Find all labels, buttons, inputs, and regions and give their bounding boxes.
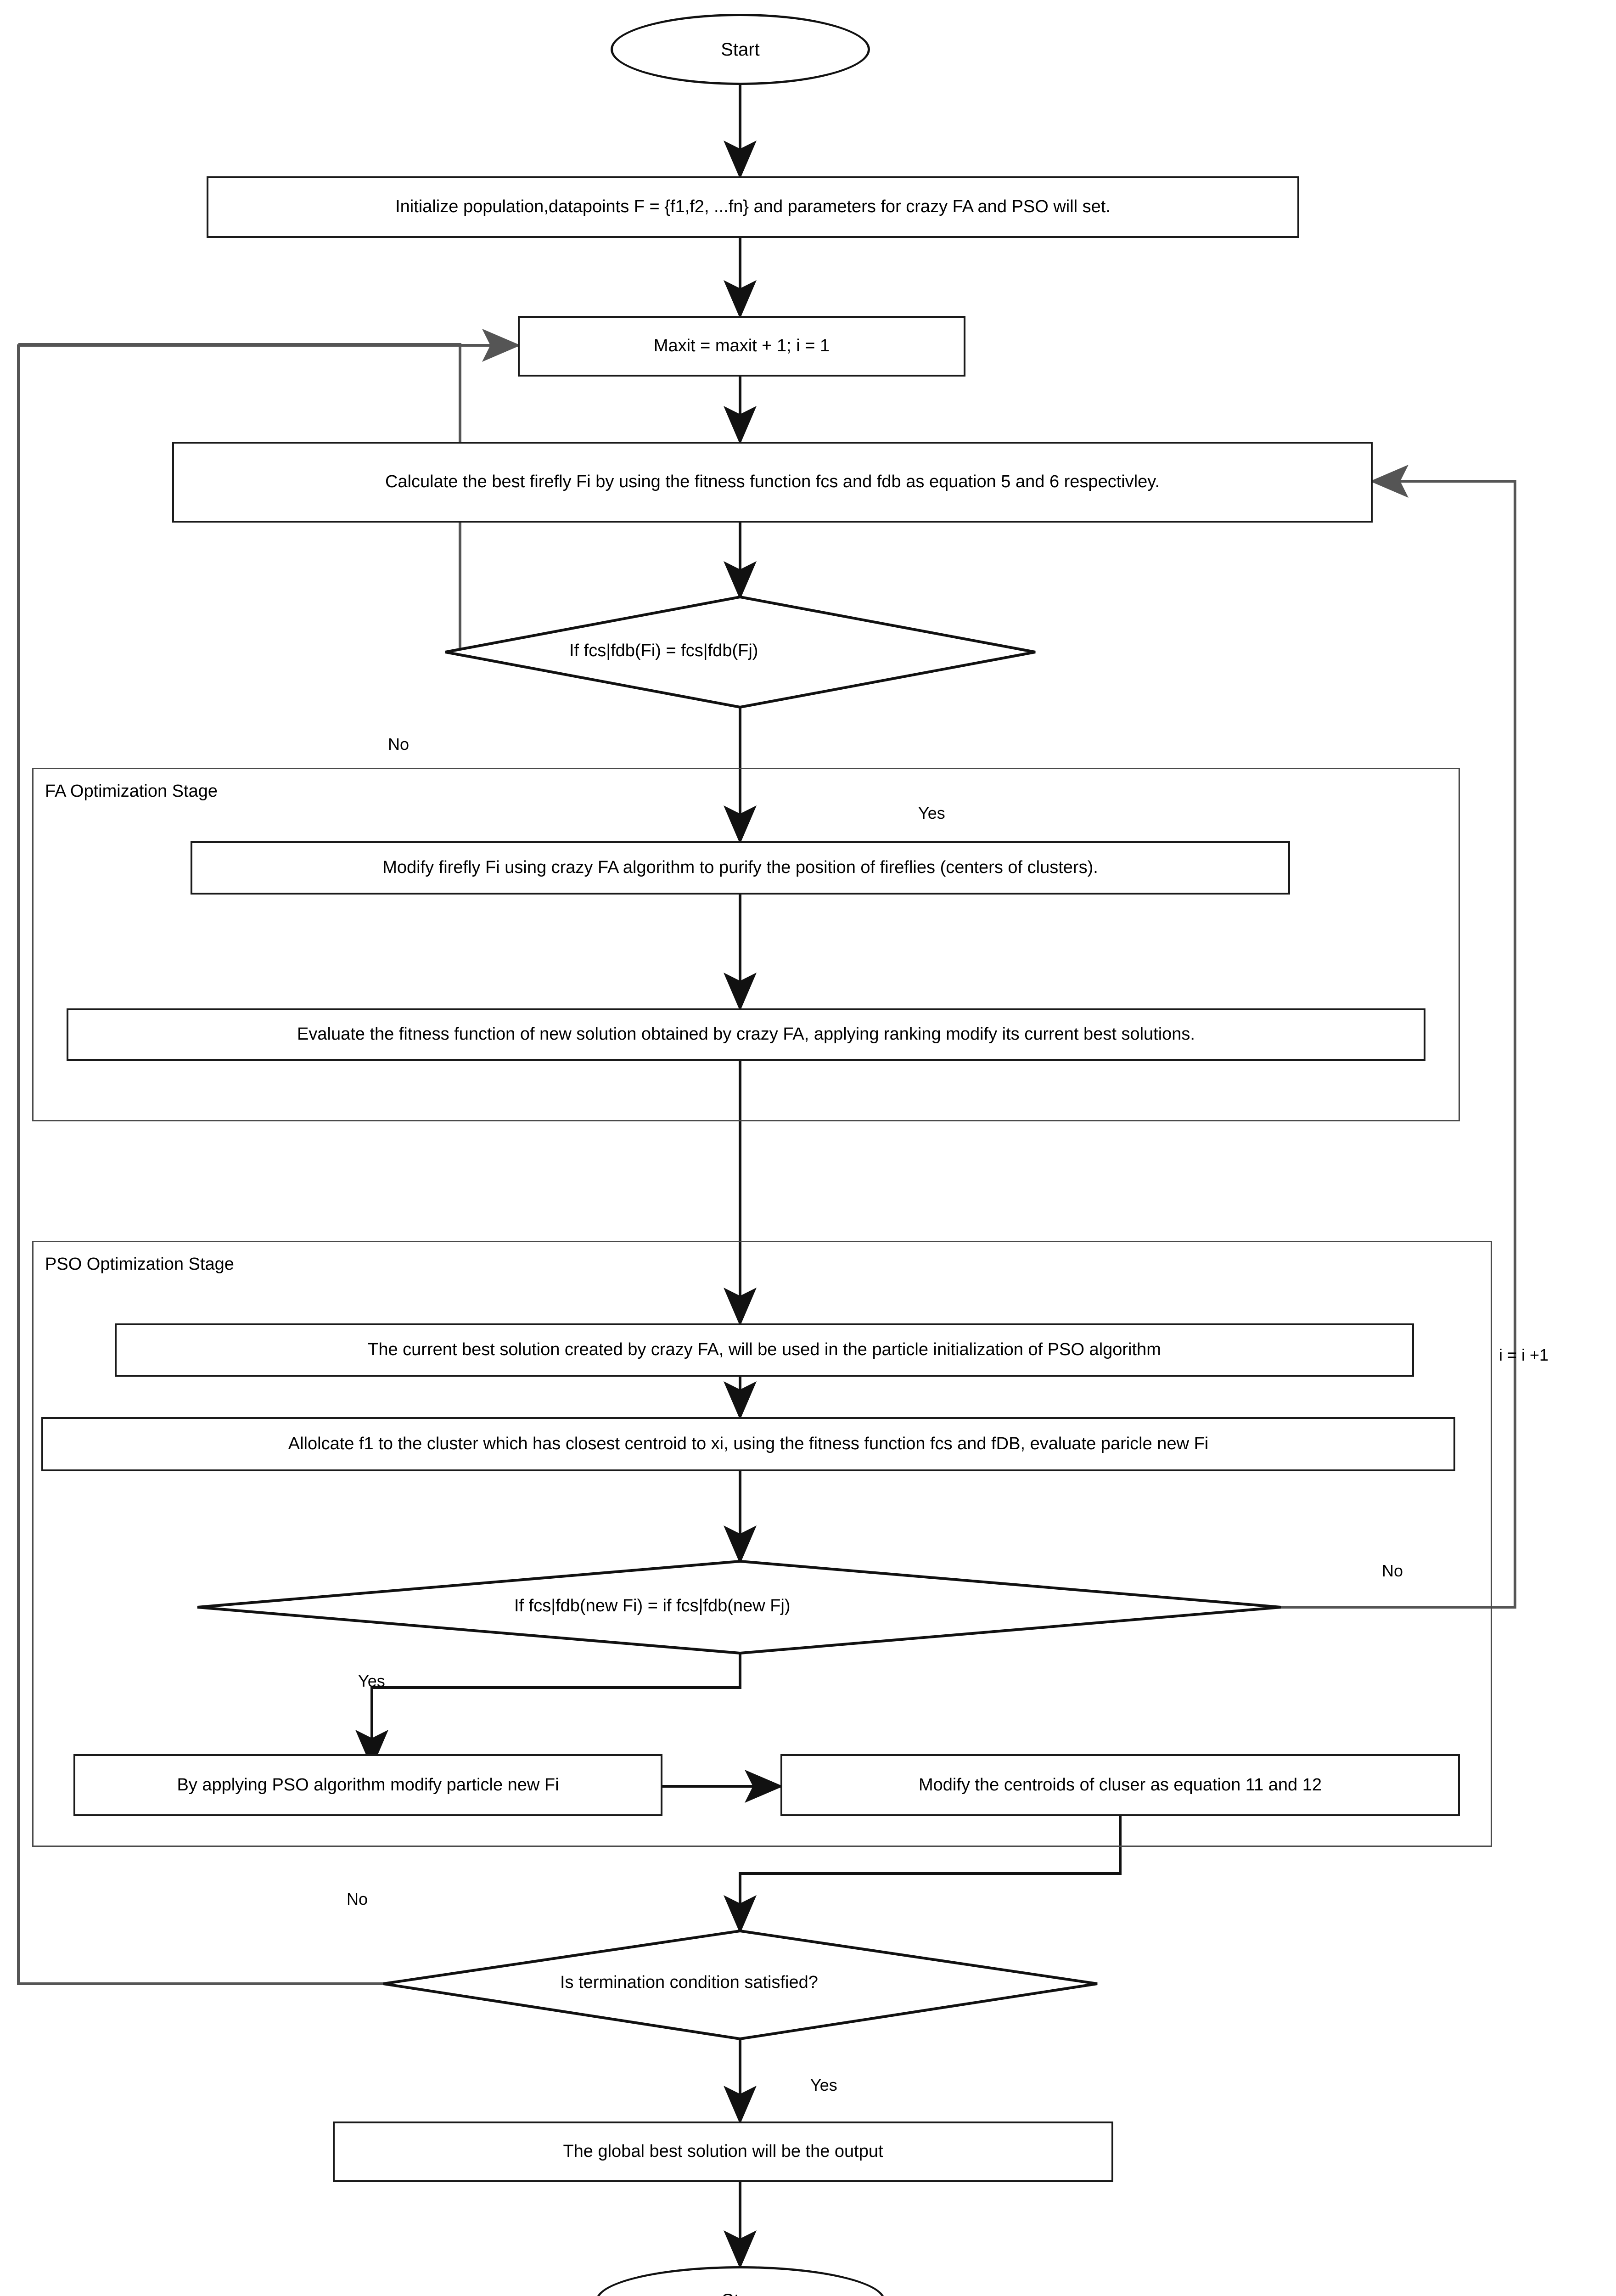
node-modify-firefly-label: Modify firefly Fi using crazy FA algorit… bbox=[382, 858, 1098, 878]
node-start-label: Start bbox=[721, 39, 760, 60]
node-global-best-output[interactable]: The global best solution will be the out… bbox=[333, 2122, 1113, 2182]
node-decision-termination-label: Is termination condition satisfied? bbox=[560, 1973, 818, 1992]
node-decision-fcs-fdb-fi-label: If fcs|fdb(Fi) = fcs|fdb(Fj) bbox=[569, 641, 758, 660]
node-decision-new-fi-fj-label: If fcs|fdb(new Fi) = if fcs|fdb(new Fj) bbox=[514, 1596, 791, 1615]
node-maxit-label: Maxit = maxit + 1; i = 1 bbox=[653, 336, 830, 356]
edge-label-decision2-yes: Yes bbox=[358, 1671, 385, 1690]
node-pso-particle-initialization[interactable]: The current best solution created by cra… bbox=[115, 1323, 1414, 1377]
fa-optimization-stage-group bbox=[32, 768, 1460, 1121]
node-evaluate-fitness-fa[interactable]: Evaluate the fitness function of new sol… bbox=[67, 1008, 1425, 1061]
edge-label-decision1-yes: Yes bbox=[918, 804, 945, 822]
node-allocate-cluster-label: Allolcate f1 to the cluster which has cl… bbox=[288, 1434, 1209, 1454]
node-calculate-best-firefly-label: Calculate the best firefly Fi by using t… bbox=[385, 472, 1160, 492]
node-evaluate-fitness-fa-label: Evaluate the fitness function of new sol… bbox=[297, 1024, 1195, 1044]
node-initialize-label: Initialize population,datapoints F = {f1… bbox=[395, 197, 1111, 217]
pso-stage-label: PSO Optimization Stage bbox=[45, 1255, 234, 1274]
edge-label-decision3-yes: Yes bbox=[810, 2076, 837, 2094]
node-pso-particle-initialization-label: The current best solution created by cra… bbox=[368, 1340, 1161, 1360]
edge-label-decision3-no: No bbox=[347, 1890, 368, 1908]
edge-label-decision2-no: No bbox=[1382, 1561, 1403, 1580]
node-global-best-output-label: The global best solution will be the out… bbox=[563, 2142, 883, 2161]
node-apply-pso[interactable]: By applying PSO algorithm modify particl… bbox=[73, 1754, 662, 1816]
node-start[interactable]: Start bbox=[611, 14, 870, 85]
node-allocate-cluster[interactable]: Allolcate f1 to the cluster which has cl… bbox=[41, 1417, 1455, 1471]
edge-label-decision1-no: No bbox=[388, 735, 410, 754]
fa-stage-label: FA Optimization Stage bbox=[45, 782, 218, 801]
node-modify-centroids[interactable]: Modify the centroids of cluser as equati… bbox=[780, 1754, 1460, 1816]
node-maxit[interactable]: Maxit = maxit + 1; i = 1 bbox=[518, 316, 965, 377]
node-modify-firefly[interactable]: Modify firefly Fi using crazy FA algorit… bbox=[191, 841, 1290, 895]
node-stop-label: Stop bbox=[715, 2289, 766, 2296]
pso-optimization-stage-group bbox=[32, 1241, 1492, 1847]
node-modify-centroids-label: Modify the centroids of cluser as equati… bbox=[918, 1775, 1322, 1795]
node-initialize[interactable]: Initialize population,datapoints F = {f1… bbox=[207, 176, 1299, 238]
edge-label-increment-i: i = i +1 bbox=[1499, 1345, 1549, 1364]
node-apply-pso-label: By applying PSO algorithm modify particl… bbox=[177, 1775, 559, 1795]
node-calculate-best-firefly[interactable]: Calculate the best firefly Fi by using t… bbox=[172, 442, 1373, 523]
